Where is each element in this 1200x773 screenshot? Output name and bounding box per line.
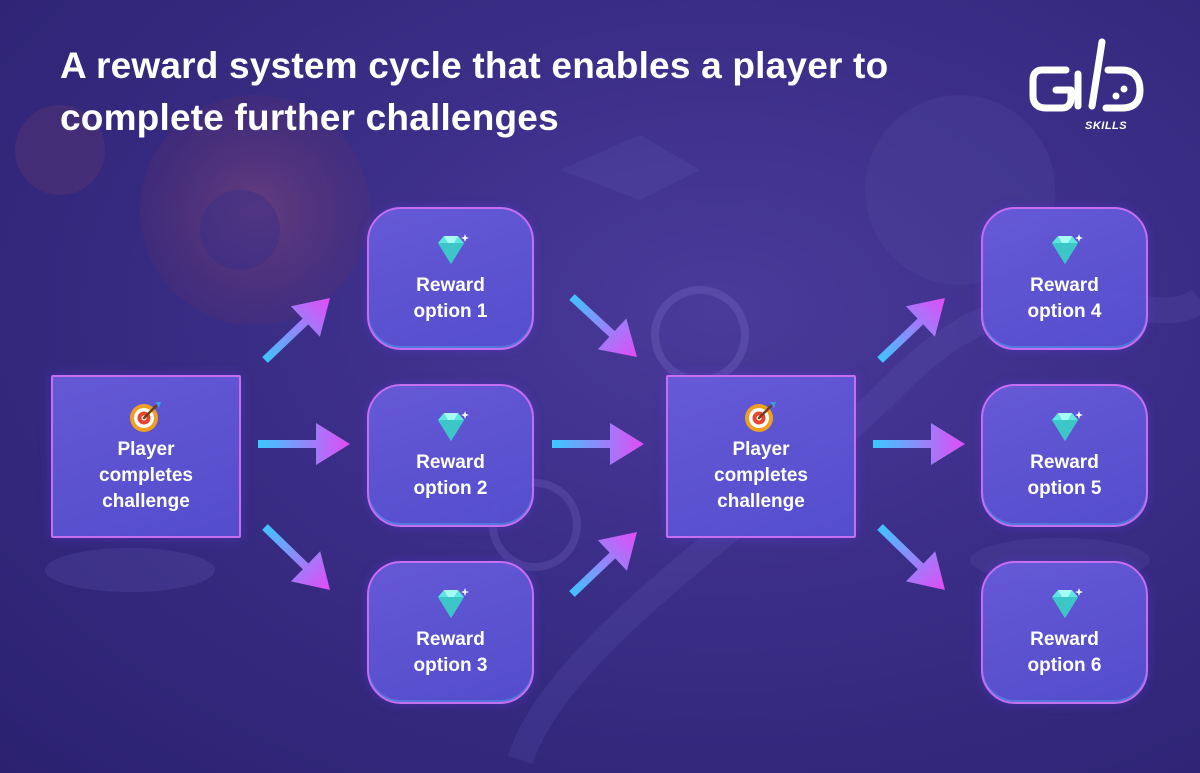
reward-option-3-node: Reward option 3 bbox=[367, 561, 534, 704]
gem-icon bbox=[437, 233, 469, 264]
player-challenge-node-2: Player completes challenge bbox=[666, 375, 856, 538]
target-icon bbox=[745, 401, 776, 432]
player-node-line3: challenge bbox=[717, 490, 805, 512]
reward-node-line1: Reward bbox=[1030, 628, 1099, 650]
reward-option-4-node: Reward option 4 bbox=[981, 207, 1148, 350]
player-node-line1: Player bbox=[732, 438, 790, 460]
reward-node-line1: Reward bbox=[1030, 451, 1099, 473]
gem-icon bbox=[1051, 587, 1083, 618]
reward-node-line2: option 1 bbox=[413, 300, 488, 322]
reward-option-5-node: Reward option 5 bbox=[981, 384, 1148, 527]
player-node-line2: completes bbox=[99, 464, 193, 486]
page-title: A reward system cycle that enables a pla… bbox=[60, 45, 889, 138]
reward-option-2-node: Reward option 2 bbox=[367, 384, 534, 527]
player-node-line2: completes bbox=[714, 464, 808, 486]
target-icon bbox=[130, 401, 161, 432]
reward-node-line2: option 5 bbox=[1027, 477, 1102, 499]
reward-node-line2: option 4 bbox=[1027, 300, 1102, 322]
reward-node-line2: option 2 bbox=[413, 477, 488, 499]
reward-node-line1: Reward bbox=[416, 628, 485, 650]
player-node-line3: challenge bbox=[102, 490, 190, 512]
reward-option-6-node: Reward option 6 bbox=[981, 561, 1148, 704]
gem-icon bbox=[1051, 410, 1083, 441]
gem-icon bbox=[437, 410, 469, 441]
player-challenge-node-1: Player completes challenge bbox=[51, 375, 241, 538]
reward-node-line2: option 6 bbox=[1027, 654, 1102, 676]
player-node-line1: Player bbox=[117, 438, 175, 460]
gd-skills-logo bbox=[1029, 38, 1144, 112]
reward-node-line1: Reward bbox=[416, 451, 485, 473]
reward-node-line1: Reward bbox=[1030, 274, 1099, 296]
gem-icon bbox=[437, 587, 469, 618]
gem-icon bbox=[1051, 233, 1083, 264]
logo-text: SKILLS bbox=[1085, 120, 1128, 132]
reward-node-line2: option 3 bbox=[413, 654, 488, 676]
reward-node-line1: Reward bbox=[416, 274, 485, 296]
reward-option-1-node: Reward option 1 bbox=[367, 207, 534, 350]
